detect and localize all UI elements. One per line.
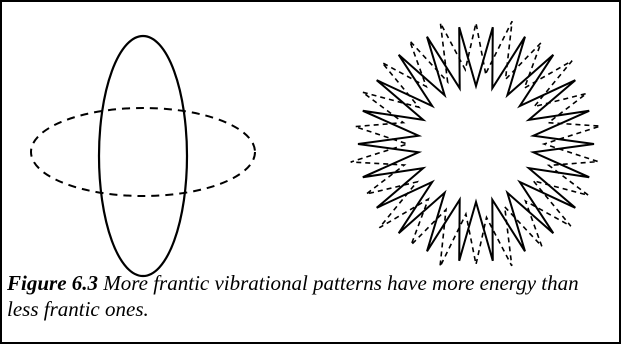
solid-vertical-ellipse — [97, 34, 189, 278]
dashed-horizontal-ellipse — [30, 107, 256, 197]
dashed-star-ring — [350, 20, 601, 268]
solid-star-ring — [357, 26, 595, 262]
figure-caption-text: More frantic vibrational patterns have m… — [7, 271, 579, 321]
figure-caption: Figure 6.3 More frantic vibrational patt… — [7, 270, 607, 322]
figure-label: Figure 6.3 — [7, 271, 99, 295]
